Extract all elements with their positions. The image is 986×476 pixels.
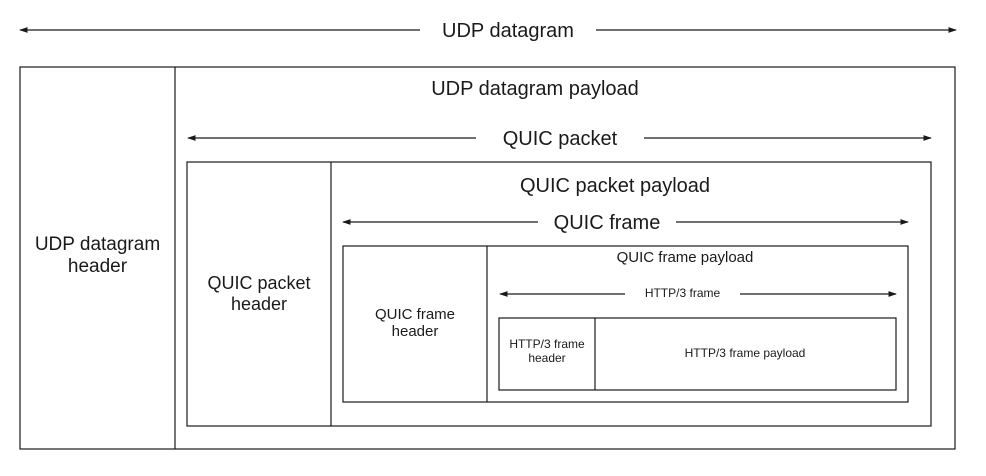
quic-frame-box <box>342 245 909 403</box>
udp-datagram-box <box>19 66 956 450</box>
http3-frame-header-label: HTTP/3 frame header <box>509 337 585 365</box>
udp-datagram-label: UDP datagram <box>422 18 594 44</box>
http3-frame-payload-label: HTTP/3 frame payload <box>684 346 806 360</box>
http3-frame-label: HTTP/3 frame <box>627 286 738 302</box>
http3-frame-box <box>498 317 897 391</box>
quic-packet-payload-label: QUIC packet payload <box>519 175 711 197</box>
quic-frame-label: QUIC frame <box>540 210 674 236</box>
quic-frame-header-label: QUIC frame header <box>374 306 455 341</box>
quic-frame-payload-label: QUIC frame payload <box>616 249 754 266</box>
quic-packet-box <box>186 161 932 427</box>
udp-datagram-header-label: UDP datagram header <box>34 234 161 277</box>
quic-packet-label: QUIC packet <box>478 126 642 152</box>
quic-packet-header-label: QUIC packet header <box>207 273 311 314</box>
udp-datagram-payload-label: UDP datagram payload <box>431 78 639 100</box>
